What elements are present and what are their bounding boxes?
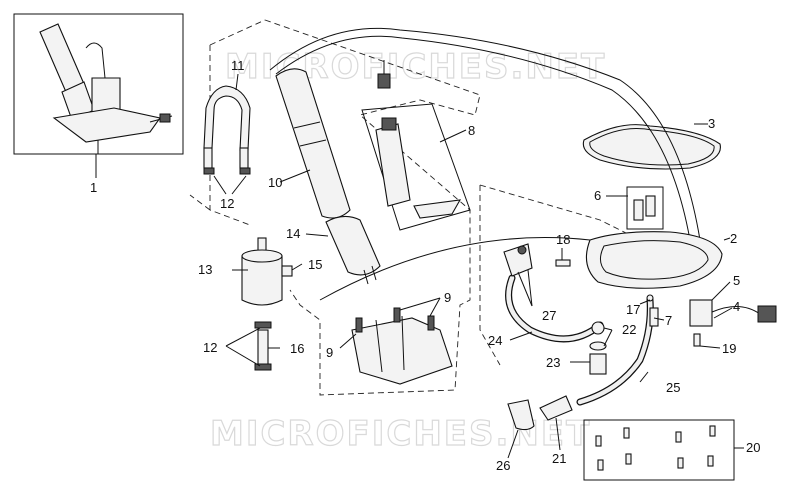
callout-8: 8 [468,123,475,138]
callout-10: 10 [268,175,282,190]
spring-hose-11 [203,85,251,151]
callout-3: 3 [708,116,715,131]
grommet-box-6 [626,186,664,230]
screw-19 [693,333,701,347]
assembly-inset [13,13,184,155]
quick-connector-21 [539,395,573,421]
callout-23: 23 [546,355,560,370]
callout-24: 24 [488,333,502,348]
callout-19: 19 [722,341,736,356]
callout-26: 26 [496,458,510,473]
callout-7: 7 [665,313,672,328]
level-sender-5 [689,299,713,327]
callout-9a: 9 [444,290,451,305]
washer-17 [646,294,654,302]
gasket-3 [582,124,721,170]
leader-lines [95,73,744,459]
callout-labels: 1 2 3 4 5 6 7 8 9 9 10 11 12 12 13 14 15… [90,58,760,473]
bracket-9 [351,317,453,385]
watermark-bottom: MICROFICHES.NET [210,414,591,454]
screw-kit-20 [583,419,735,481]
screw-18 [555,259,571,267]
callout-6: 6 [594,188,601,203]
pump-flange-2 [585,231,723,289]
callout-5: 5 [733,273,740,288]
hose-16 [257,329,269,367]
callout-27: 27 [542,308,556,323]
callout-17: 17 [626,302,640,317]
fuel-filter-13 [241,237,293,306]
callout-12a: 12 [220,196,234,211]
callout-4: 4 [733,299,740,314]
callout-14: 14 [286,226,300,241]
sender-connector-4 [757,305,777,323]
outline-pump-group [264,19,481,396]
clamp-12-top [203,167,215,175]
callout-16: 16 [290,341,304,356]
connector [377,73,391,89]
callout-20: 20 [746,440,760,455]
union-23 [589,353,607,375]
callout-18: 18 [556,232,570,247]
callout-12b: 12 [203,340,217,355]
callout-15: 15 [308,257,322,272]
elbow-26 [507,399,535,431]
callout-21: 21 [552,451,566,466]
callout-11: 11 [231,58,245,73]
washer-22 [591,321,605,335]
callout-9b: 9 [326,345,333,360]
callout-1: 1 [90,180,97,195]
callout-22: 22 [622,322,636,337]
callout-25: 25 [666,380,680,395]
pump-sleeve-14 [325,215,381,276]
callout-2: 2 [730,231,737,246]
callout-13: 13 [198,262,212,277]
fitting-7 [649,307,659,327]
